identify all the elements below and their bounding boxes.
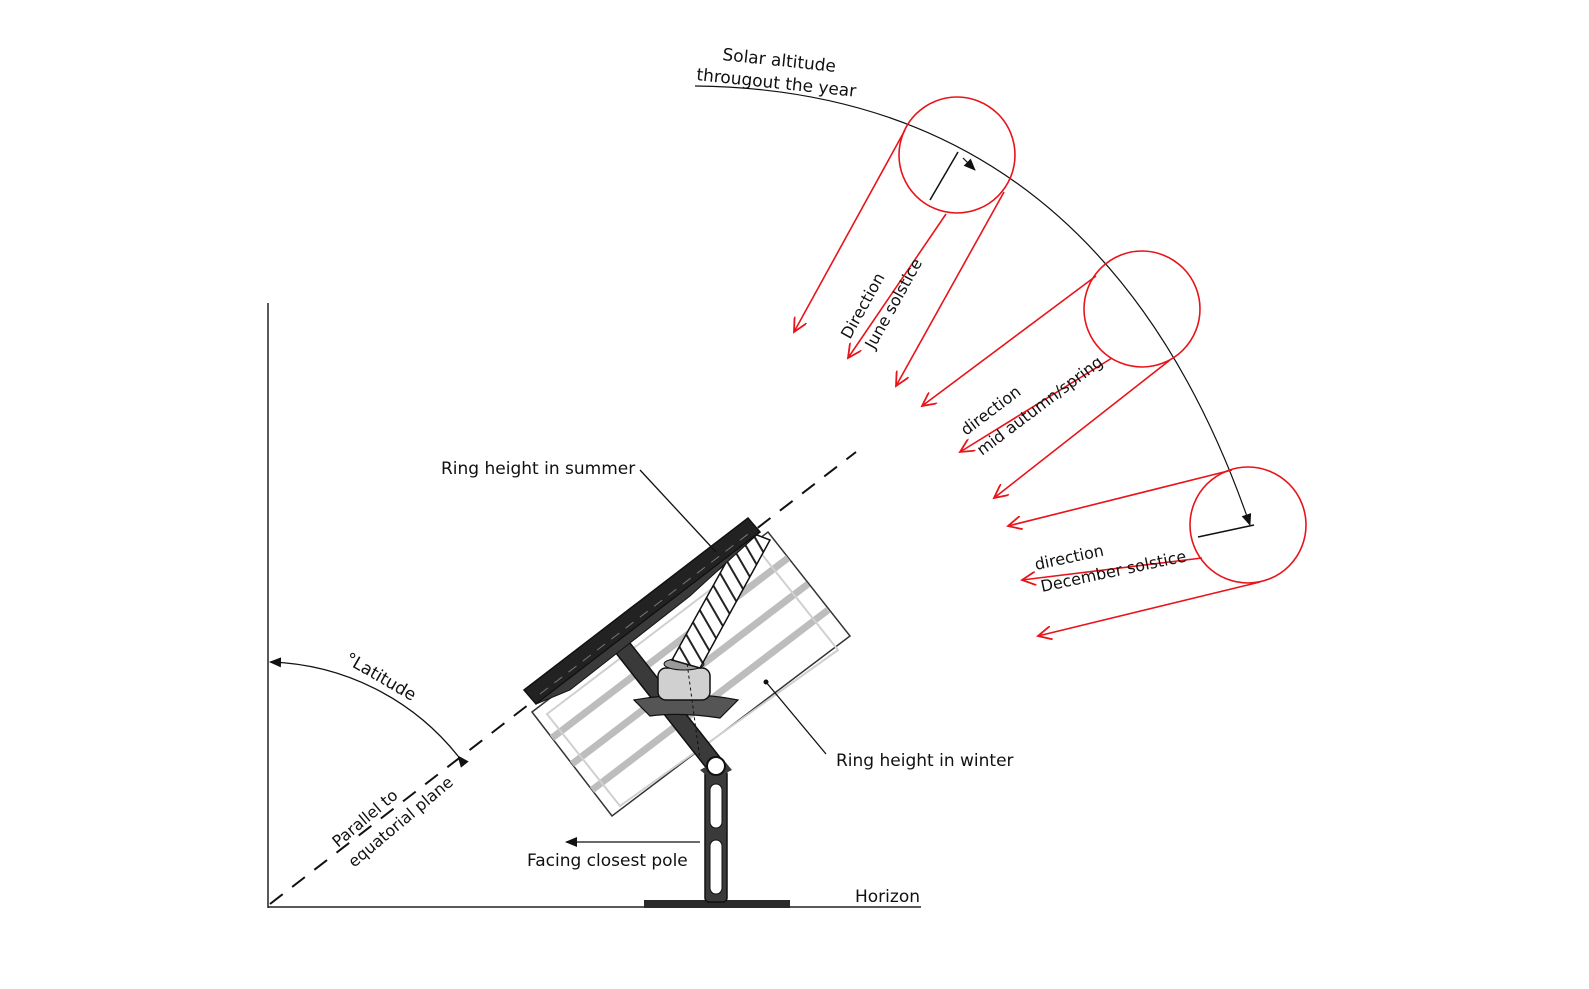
ring-winter-label: Ring height in winter bbox=[836, 751, 1014, 771]
ring-summer-leader bbox=[639, 469, 717, 553]
latitude-arc bbox=[269, 657, 469, 768]
sun-june-tick bbox=[929, 151, 959, 201]
latitude-label: °Latitude bbox=[342, 649, 420, 706]
ring-strut bbox=[670, 529, 772, 669]
sun-dec-tick bbox=[1197, 524, 1255, 538]
solar-altitude-arc bbox=[694, 85, 1252, 526]
ray-mid-3 bbox=[994, 359, 1171, 498]
ray-dec-3 bbox=[1038, 581, 1261, 636]
ray-mid-1 bbox=[922, 275, 1097, 406]
facing-pole-label: Facing closest pole bbox=[527, 851, 688, 871]
ray-june-1 bbox=[794, 129, 906, 332]
ray-dec-1 bbox=[1008, 469, 1233, 526]
solar-altitude-arrow-mark bbox=[962, 157, 976, 171]
ring-winter-dot bbox=[763, 679, 769, 685]
sun-december bbox=[1189, 466, 1307, 584]
sun-mid bbox=[1083, 250, 1201, 368]
ray-june-2 bbox=[848, 213, 947, 358]
sun-june bbox=[898, 96, 1016, 214]
ray-june-3 bbox=[896, 191, 1005, 386]
tracker-stand bbox=[610, 636, 790, 908]
ring-winter-leader bbox=[765, 681, 827, 755]
ring-summer-label: Ring height in summer bbox=[441, 459, 635, 479]
horizon-label: Horizon bbox=[855, 887, 920, 907]
ray-mid-2 bbox=[960, 357, 1113, 452]
ray-dec-2 bbox=[1022, 557, 1203, 580]
summer-panel bbox=[522, 516, 762, 706]
